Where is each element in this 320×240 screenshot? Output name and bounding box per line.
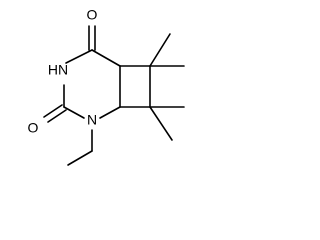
bond-c2-o-a	[43, 104, 63, 118]
bond-n3-c4	[65, 49, 93, 64]
bond-c6-methyl-b	[149, 106, 173, 141]
bond-c2-o-b	[47, 109, 67, 123]
bond-n1-c2	[63, 106, 85, 119]
bond-c8a-n1	[99, 106, 121, 119]
atom-label-oxygen-bottom: O	[28, 120, 39, 136]
bond-c4-c4a	[91, 49, 121, 67]
atom-label-nh: HN	[48, 62, 68, 78]
structure-diagram: O O HN N	[28, 7, 185, 166]
bond-ethyl-ch2-ch3	[67, 150, 93, 166]
atom-label-oxygen-top: O	[87, 7, 98, 23]
atom-label-nitrogen: N	[87, 112, 97, 128]
bond-c5-methyl-a	[149, 33, 171, 67]
